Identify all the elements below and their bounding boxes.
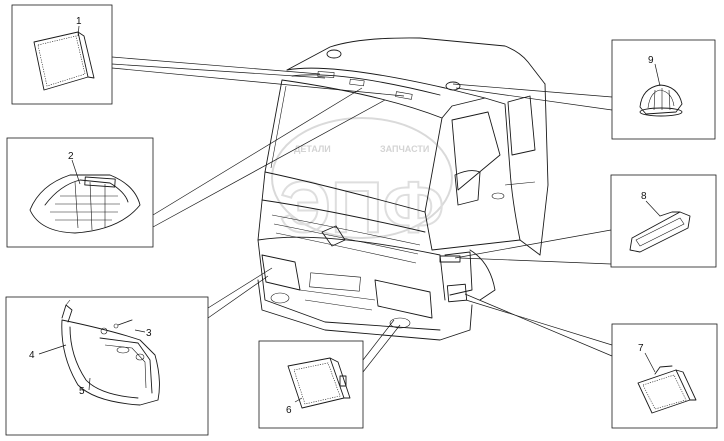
callout-4: 4 [29, 350, 35, 361]
detail-box-headlamp: 3 4 5 [5, 296, 209, 436]
detail-box-6: 6 [258, 340, 364, 429]
detail-box-2: 2 [6, 137, 154, 248]
detail-box-9: 9 [611, 39, 716, 140]
watermark: ДЕТАЛИ ЗАПЧАСТИ ЭПФ [271, 117, 453, 249]
truck-cab [257, 37, 549, 341]
callout-9: 9 [648, 55, 654, 66]
side-repeater-lamp [439, 255, 461, 263]
callout-8: 8 [641, 191, 647, 202]
watermark-right-word: ЗАПЧАСТИ [380, 144, 429, 154]
callout-1: 1 [76, 16, 82, 27]
roof-marker-lamp-left [326, 49, 342, 59]
callout-5: 5 [79, 386, 85, 397]
detail-box-1: 1 [11, 4, 113, 105]
roof-marker-lamp-right [445, 81, 461, 91]
pointer-lines [111, 56, 613, 373]
callout-6: 6 [286, 405, 292, 416]
callout-7: 7 [638, 343, 644, 354]
watermark-logo: ЭПФ [280, 168, 444, 248]
watermark-left-word: ДЕТАЛИ [294, 144, 331, 154]
callout-3: 3 [146, 328, 152, 339]
callout-2: 2 [68, 151, 74, 162]
detail-box-7: 7 [611, 323, 718, 429]
detail-box-8: 8 [610, 174, 717, 268]
